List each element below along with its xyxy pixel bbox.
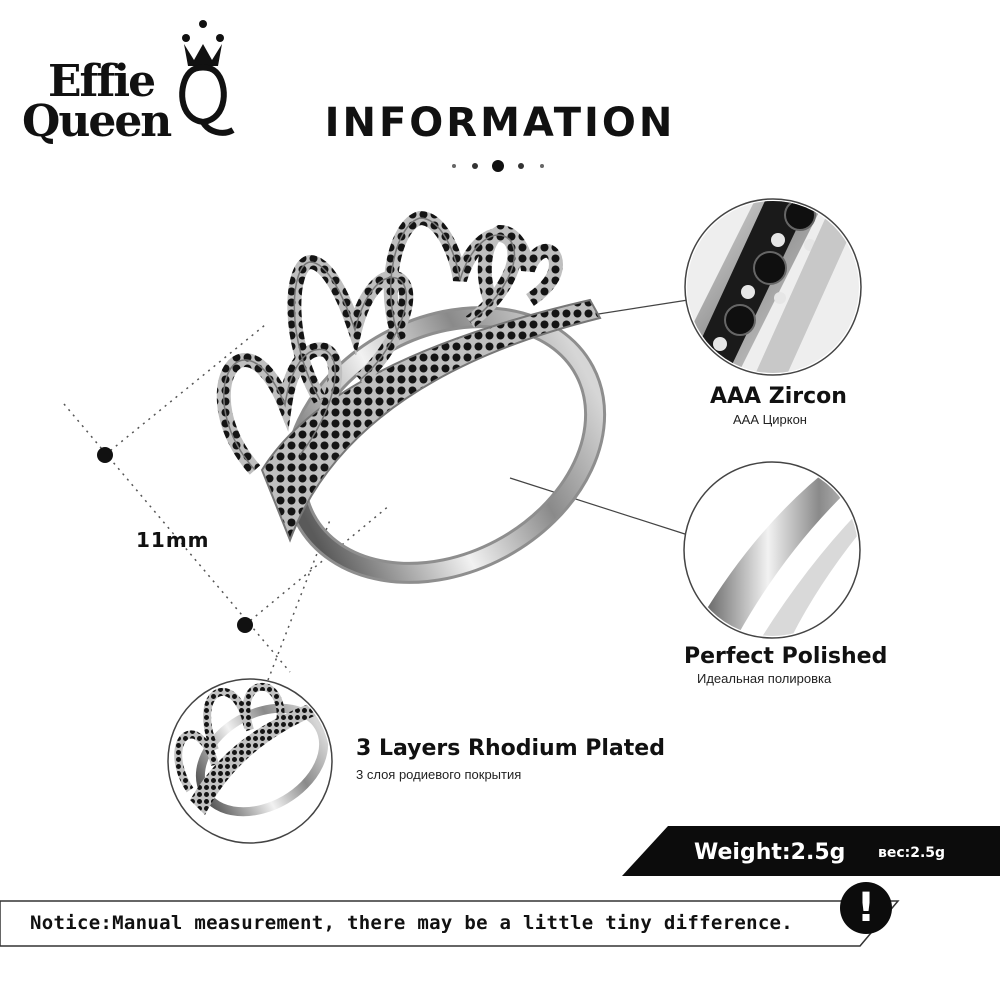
dimension-marker (237, 617, 253, 633)
feature-subtitle-polished: Идеальная полировка (697, 671, 832, 686)
dimension-guides (63, 324, 391, 681)
feature-title-zircon: AAA Zircon (710, 384, 847, 409)
crown-icon (179, 20, 235, 136)
brand-logo: Effie Queen (18, 14, 248, 147)
dimension-marker (97, 447, 113, 463)
ring (216, 210, 607, 584)
title-dots-divider (452, 160, 544, 172)
dimension-label: 11mm (136, 528, 210, 552)
page-title: INFORMATION (324, 100, 676, 146)
feature-subtitle-zircon: ААА Циркон (733, 412, 807, 427)
notice-box-outline (0, 900, 900, 947)
brand-name-line1: Effie (48, 56, 156, 107)
zircon-detail-circle (684, 198, 862, 376)
weight-banner-bg (622, 826, 1000, 876)
feature-title-rhodium: 3 Layers Rhodium Plated (356, 736, 665, 761)
feature-subtitle-rhodium: 3 слоя родиевого покрытия (356, 767, 522, 782)
rhodium-detail-circle (167, 678, 333, 844)
exclamation-icon: ! (840, 882, 892, 934)
weight-label: Weight:2.5g (694, 840, 846, 865)
weight-label-ru: вес:2.5g (878, 845, 946, 861)
feature-title-polished: Perfect Polished (684, 644, 888, 669)
brand-name-line2: Queen (22, 96, 172, 147)
notice-text: Notice:Manual measurement, there may be … (30, 912, 794, 934)
polished-detail-circle (683, 461, 861, 639)
